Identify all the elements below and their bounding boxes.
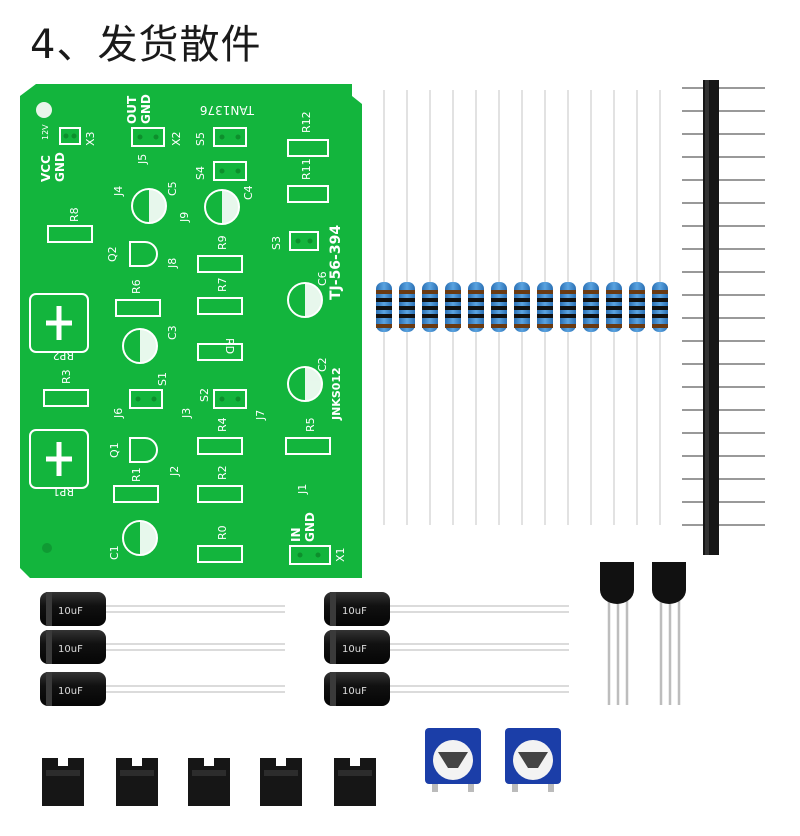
label-r0: R0 xyxy=(216,525,229,540)
label-c4: C4 xyxy=(242,185,255,200)
label-s1: S1 xyxy=(156,372,169,386)
label-r7: R7 xyxy=(216,277,229,292)
pin-header xyxy=(682,80,765,555)
label-j7: J7 xyxy=(254,410,267,421)
label-r12: R12 xyxy=(300,111,313,133)
label-rp2: RP2 xyxy=(53,349,74,362)
pcb-maker: JNKS012 xyxy=(330,367,343,421)
label-j2: J2 xyxy=(168,466,181,477)
page-title: 4、发货散件 xyxy=(30,22,262,68)
label-j8: J8 xyxy=(166,258,179,269)
trimmer-potentiometers xyxy=(425,728,561,792)
label-s4: S4 xyxy=(194,166,207,180)
resistor xyxy=(629,282,645,332)
label-j9: J9 xyxy=(178,212,191,223)
resistor xyxy=(606,282,622,332)
label-c3: C3 xyxy=(166,325,179,340)
label-vcc: VCC xyxy=(39,155,53,182)
resistor xyxy=(468,282,484,332)
label-s3: S3 xyxy=(270,236,283,250)
label-gnd-in: GND xyxy=(303,512,317,542)
resistor xyxy=(399,282,415,332)
label-j1: J1 xyxy=(296,484,309,495)
label-out: OUT xyxy=(125,95,139,124)
label-x3: X3 xyxy=(84,131,97,146)
resistor xyxy=(537,282,553,332)
capacitor: 10uF xyxy=(324,672,569,706)
capacitor-label: 10uF xyxy=(342,606,367,617)
label-r9: R9 xyxy=(216,235,229,250)
label-j5: J5 xyxy=(136,154,149,165)
electrolytic-capacitors: 10uF 10uF 10uF 10uF 10uF 10uF xyxy=(40,592,569,706)
label-r5: R5 xyxy=(304,417,317,432)
label-r6: R6 xyxy=(130,279,143,294)
label-q1: Q1 xyxy=(108,442,121,458)
label-in: IN xyxy=(289,527,303,542)
label-j3: J3 xyxy=(180,408,193,419)
resistor xyxy=(560,282,576,332)
resistor-set xyxy=(376,90,668,525)
jumper-cap xyxy=(116,758,158,806)
label-rp1: RP1 xyxy=(53,485,74,498)
label-q2: Q2 xyxy=(106,246,119,262)
capacitor-label: 10uF xyxy=(58,644,83,655)
pcb-board: TAN1376 TJ-56-394 JNKS012 12V VCC GND X3… xyxy=(20,84,362,578)
label-c1: C1 xyxy=(108,545,121,560)
pcb-top-label: TAN1376 xyxy=(200,103,255,117)
capacitor: 10uF xyxy=(40,630,285,664)
label-r4: R4 xyxy=(216,417,229,432)
label-x2: X2 xyxy=(170,131,183,146)
label-x1: X1 xyxy=(334,547,347,562)
label-r8: R8 xyxy=(68,207,81,222)
resistor xyxy=(491,282,507,332)
label-gnd-out: GND xyxy=(139,94,153,124)
label-rd: RD xyxy=(223,338,236,354)
capacitor: 10uF xyxy=(40,592,285,626)
resistor xyxy=(422,282,438,332)
label-gnd: GND xyxy=(53,152,67,182)
pcb-board-name: TJ-56-394 xyxy=(328,225,344,300)
capacitor-label: 10uF xyxy=(58,606,83,617)
capacitor-label: 10uF xyxy=(58,686,83,697)
jumper-caps xyxy=(42,758,376,806)
label-s5: S5 xyxy=(194,132,207,146)
capacitor-label: 10uF xyxy=(342,644,367,655)
resistor xyxy=(583,282,599,332)
label-c2: C2 xyxy=(316,357,329,372)
capacitor: 10uF xyxy=(324,592,569,626)
resistor xyxy=(652,282,668,332)
resistor xyxy=(514,282,530,332)
transistors xyxy=(600,562,686,705)
label-j6: J6 xyxy=(112,408,125,419)
capacitor: 10uF xyxy=(324,630,569,664)
resistor xyxy=(376,282,392,332)
jumper-cap xyxy=(260,758,302,806)
label-c6: C6 xyxy=(316,271,329,286)
label-j4: J4 xyxy=(112,186,125,197)
jumper-cap xyxy=(334,758,376,806)
capacitor: 10uF xyxy=(40,672,285,706)
label-c5: C5 xyxy=(166,181,179,196)
label-r11: R11 xyxy=(300,158,313,180)
label-s2: S2 xyxy=(198,388,211,402)
resistor xyxy=(445,282,461,332)
jumper-cap xyxy=(42,758,84,806)
label-r2: R2 xyxy=(216,465,229,480)
label-12v: 12V xyxy=(41,124,50,140)
label-r1: R1 xyxy=(130,467,143,482)
capacitor-label: 10uF xyxy=(342,686,367,697)
label-r3: R3 xyxy=(60,369,73,384)
jumper-cap xyxy=(188,758,230,806)
